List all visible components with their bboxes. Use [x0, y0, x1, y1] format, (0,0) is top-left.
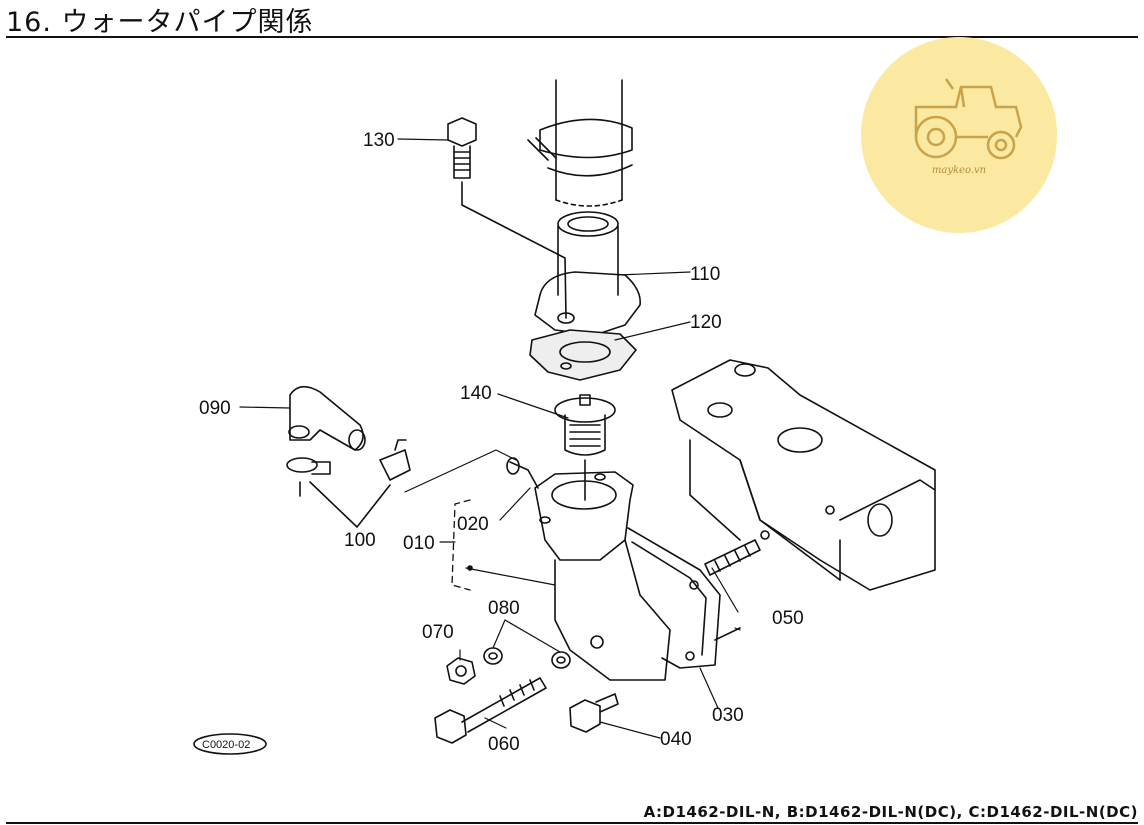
clip-100 [286, 439, 411, 528]
thermostat-140 [554, 394, 616, 501]
washer-080b [551, 651, 571, 669]
outlet-pipe-110 [534, 211, 642, 336]
model-applicability: A:D1462-DIL-N, B:D1462-DIL-N(DC), C:D146… [643, 803, 1138, 821]
upper-pipe [527, 79, 633, 207]
gasket-120 [529, 329, 637, 381]
label-050: 050 [772, 608, 804, 629]
label-070: 070 [422, 622, 454, 643]
label-100: 100 [344, 530, 376, 551]
drawing-code-oval [193, 733, 267, 755]
watermark-text: maykeo.vn [931, 165, 987, 176]
label-010: 010 [403, 533, 435, 554]
housing-dot [467, 565, 473, 571]
drawing-code: C0020-02 [202, 739, 250, 751]
label-080: 080 [488, 598, 520, 619]
tractor-icon [914, 78, 1023, 160]
label-120: 120 [690, 312, 722, 333]
washer-080a [483, 647, 503, 665]
label-060: 060 [488, 734, 520, 755]
group-bracket-010 [451, 499, 471, 591]
label-030: 030 [712, 705, 744, 726]
label-130: 130 [363, 130, 395, 151]
hose-090 [288, 385, 366, 451]
thermostat-housing-010 [506, 457, 671, 681]
cylinder-head [671, 359, 936, 591]
watermark-logo: maykeo.vn [861, 37, 1057, 233]
nut-070 [446, 657, 476, 685]
label-140: 140 [460, 383, 492, 404]
bolt-130 [447, 117, 567, 319]
footer-rule [6, 822, 1138, 824]
stud-050 [704, 539, 761, 576]
label-090: 090 [199, 398, 231, 419]
gasket-030 [627, 527, 741, 669]
label-020: 020 [457, 514, 489, 535]
title-rule [6, 36, 1138, 38]
plug-040 [569, 693, 619, 733]
label-040: 040 [660, 729, 692, 750]
bolt-060 [434, 677, 547, 744]
leader-lines [239, 138, 741, 739]
page-title: 16. ウォータパイプ関係 [6, 7, 314, 38]
label-110: 110 [690, 264, 720, 285]
